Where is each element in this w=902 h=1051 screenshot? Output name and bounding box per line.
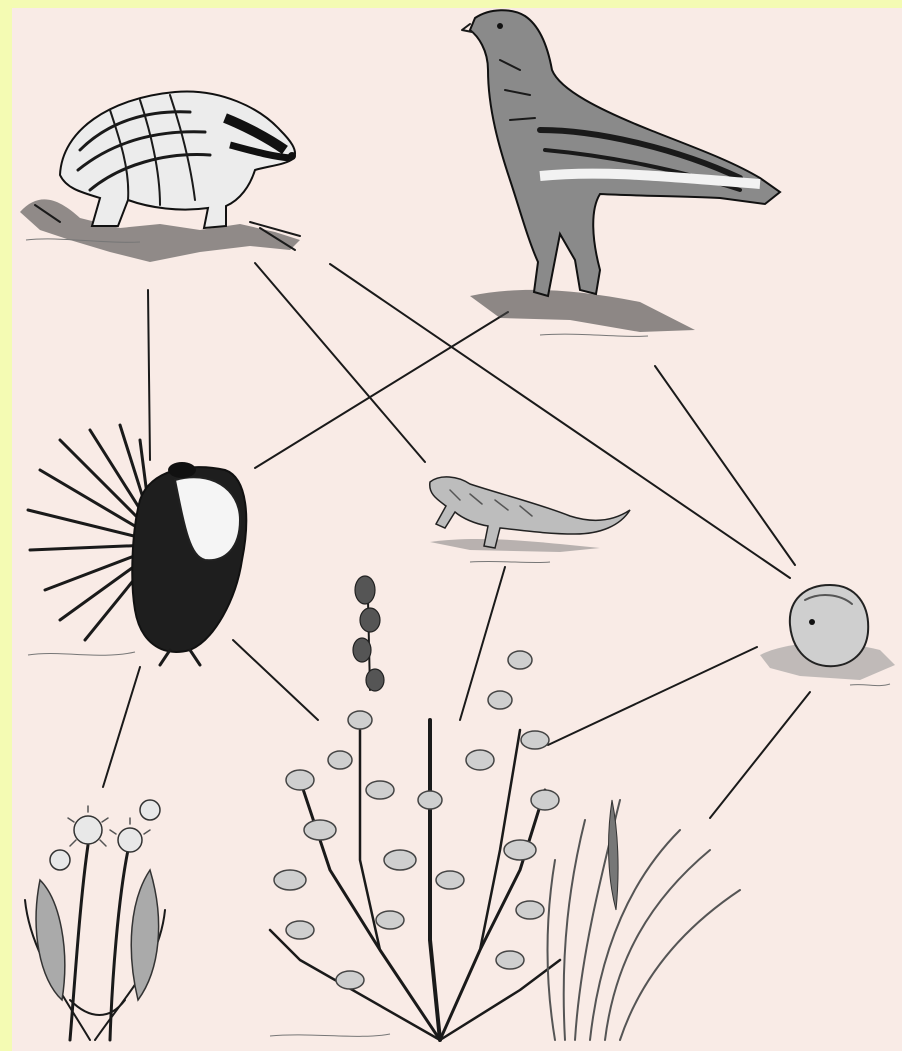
sagebrush-icon <box>270 576 560 1040</box>
lizard-icon <box>430 477 630 563</box>
wildflower-icon <box>25 800 165 1040</box>
eagle-icon <box>462 10 780 336</box>
edge-ground-squirrel-grass <box>710 692 810 818</box>
edge-eagle-sage-grouse <box>255 312 508 468</box>
badger-icon <box>20 91 300 262</box>
sage-grouse-icon <box>28 425 246 665</box>
edge-eagle-ground-squirrel <box>655 366 795 565</box>
edge-sage-grouse-sagebrush <box>233 640 318 720</box>
edge-sage-grouse-wildflower <box>103 667 140 787</box>
edge-badger-lizard <box>255 263 425 462</box>
ground-squirrel-icon <box>760 585 895 686</box>
edge-badger-sage-grouse <box>148 290 150 460</box>
edge-ground-squirrel-sagebrush <box>548 647 757 745</box>
grass-icon <box>548 800 741 1040</box>
